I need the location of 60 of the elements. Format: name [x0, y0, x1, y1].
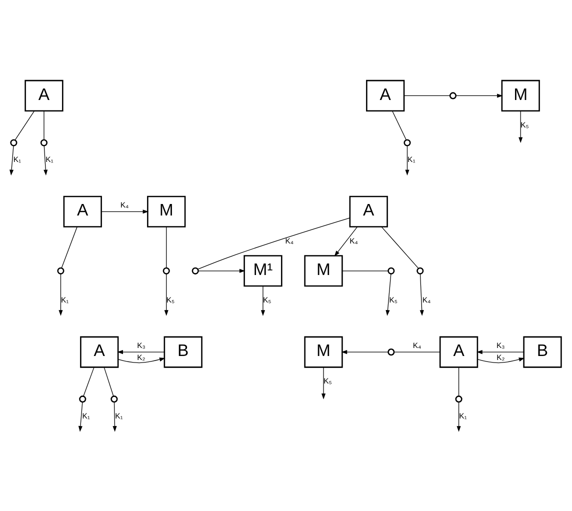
arrow — [78, 401, 83, 432]
connector — [394, 351, 440, 352]
node-box: B — [523, 336, 562, 368]
arrow — [112, 401, 117, 432]
arrow — [44, 145, 48, 176]
connector — [404, 94, 450, 96]
node-box: B — [164, 336, 202, 368]
arrow — [405, 145, 410, 176]
node-box: A — [366, 79, 405, 111]
node-circle — [449, 92, 457, 99]
arrow — [341, 350, 388, 354]
connector — [61, 226, 78, 268]
arrow — [118, 357, 166, 363]
node-circle — [388, 266, 395, 274]
node-circle — [79, 395, 86, 402]
connector — [381, 226, 419, 268]
node-circle — [10, 138, 18, 146]
arrow — [198, 268, 246, 272]
arrow — [477, 357, 525, 363]
node-circle — [40, 138, 48, 146]
arrow — [518, 110, 523, 143]
arrow — [10, 145, 14, 176]
arrow — [260, 285, 265, 316]
node-circle — [57, 266, 64, 274]
node-circle — [404, 138, 411, 146]
node-circle — [162, 266, 170, 274]
arrow — [386, 273, 392, 316]
node-box: M — [304, 254, 343, 286]
connector — [83, 366, 94, 396]
node-box: A — [24, 79, 64, 111]
node-circle — [110, 395, 118, 402]
node-circle — [416, 266, 424, 274]
node-box: A — [349, 195, 388, 227]
arrow — [321, 366, 326, 399]
arrow — [164, 273, 168, 316]
arrow — [58, 273, 63, 316]
connector — [104, 366, 114, 396]
arrow — [456, 93, 503, 98]
node-box: A — [80, 336, 119, 368]
connector — [198, 217, 350, 270]
connector — [14, 110, 35, 140]
connector — [166, 226, 167, 268]
connector — [342, 270, 388, 271]
node-box: M — [147, 195, 186, 227]
arrow — [476, 350, 524, 354]
node-circle — [388, 348, 395, 356]
arrow — [117, 350, 165, 354]
connector — [392, 110, 406, 140]
node-box: A — [439, 336, 478, 368]
node-circle — [192, 266, 199, 274]
node-box: A — [63, 195, 102, 227]
arrow — [101, 209, 149, 214]
node-box: M — [304, 336, 343, 368]
arrow — [456, 401, 461, 432]
node-circle — [455, 395, 462, 402]
node-box: M — [501, 79, 540, 111]
arrow — [420, 273, 424, 316]
arrow — [334, 226, 358, 256]
connector — [458, 366, 460, 396]
node-box: M¹ — [244, 254, 282, 286]
